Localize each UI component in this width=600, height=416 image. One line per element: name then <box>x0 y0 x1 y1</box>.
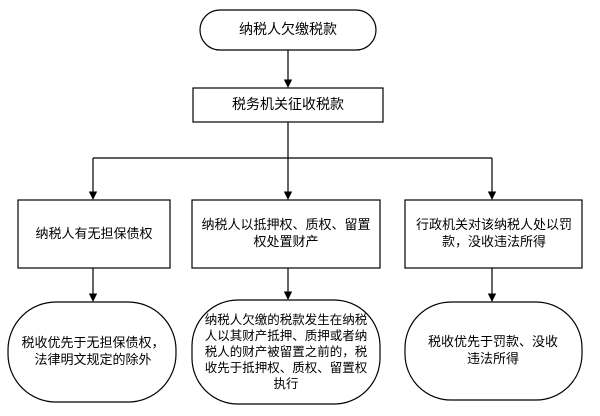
result1-node <box>7 301 177 403</box>
case1-label: 纳税人有无担保债权 <box>35 226 153 242</box>
case1-node <box>17 199 171 269</box>
case2-label: 纳税人以抵押权、质权、留置权处置财产 <box>201 218 371 250</box>
result2-label: 纳税人欠缴的税款发生在纳税人以其财产抵押、质押或者纳税人的财产被留置之前的，税收… <box>204 312 368 391</box>
collect-label: 税务机关征收税款 <box>232 96 344 113</box>
collect-node <box>192 87 384 123</box>
result3-node <box>404 301 583 401</box>
result1-label: 税收优先于无担保债权，法律明文规定的除外 <box>21 336 165 368</box>
start-label: 纳税人欠缴税款 <box>239 21 337 38</box>
case3-node <box>404 199 583 269</box>
result3-label: 税收优先于罚款、没收违法所得 <box>427 335 558 367</box>
result2-node <box>191 299 381 405</box>
case3-label: 行政机关对该纳税人处以罚款，没收违法所得 <box>415 218 572 250</box>
case2-node <box>191 199 381 269</box>
